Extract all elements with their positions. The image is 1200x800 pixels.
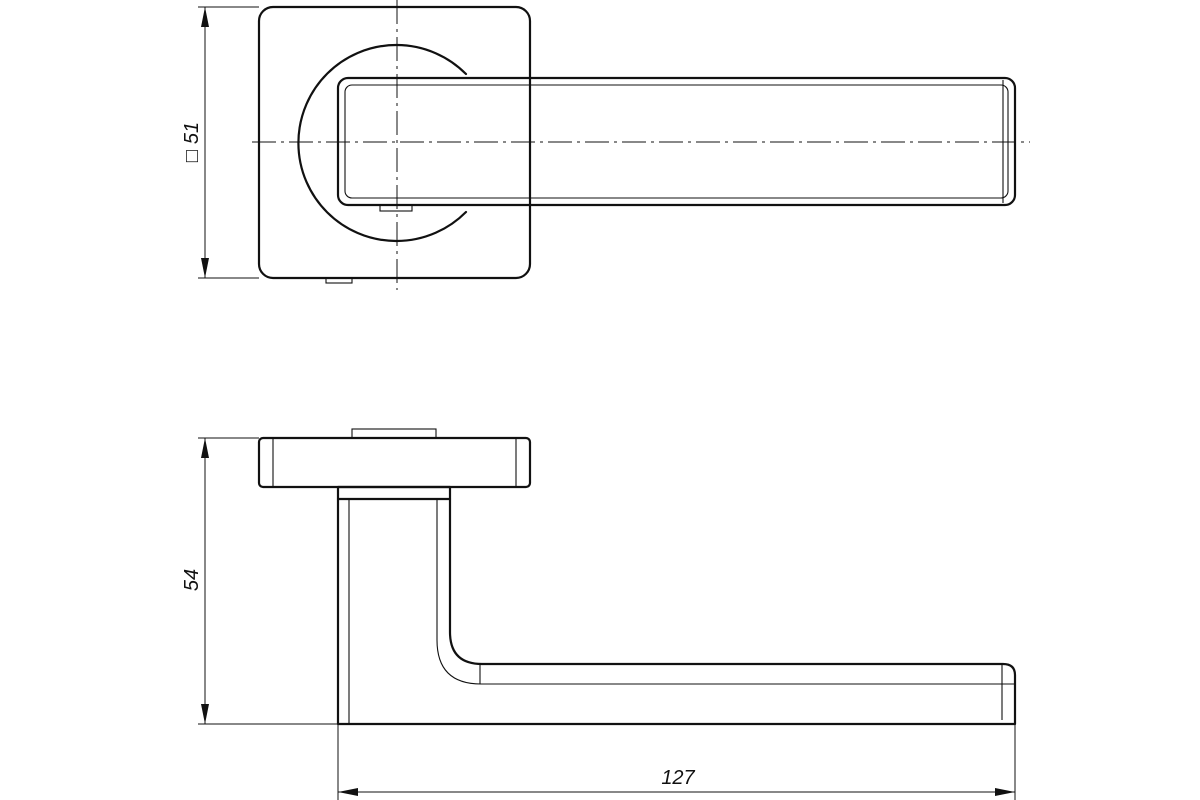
dimension-label: 127 — [661, 767, 695, 789]
arrowhead — [201, 704, 209, 724]
dimension-length: 127 — [337, 724, 1016, 800]
side-rose-plate — [257, 436, 532, 489]
square-symbol: □ — [181, 150, 203, 162]
lever-handle-side — [336, 497, 1017, 726]
screw-slot-top — [379, 204, 413, 212]
dimension-label: □51 — [181, 122, 203, 162]
dimension-label: 54 — [181, 569, 203, 591]
dimension-height: 54 — [181, 437, 338, 725]
arrowhead — [201, 7, 209, 27]
screw-slot-plate — [325, 277, 353, 284]
arrowhead — [338, 788, 358, 796]
side-collar — [336, 485, 452, 501]
top-view — [252, 0, 1030, 290]
side-screw-head — [351, 428, 437, 439]
arrowhead — [201, 258, 209, 278]
side-view — [257, 428, 1017, 726]
lever-handle-side-inner — [436, 499, 1015, 685]
arrowhead — [201, 438, 209, 458]
arrowhead — [995, 788, 1015, 796]
round-rose-collar — [297, 43, 468, 243]
dimension-rose-size: □51 — [181, 6, 259, 279]
